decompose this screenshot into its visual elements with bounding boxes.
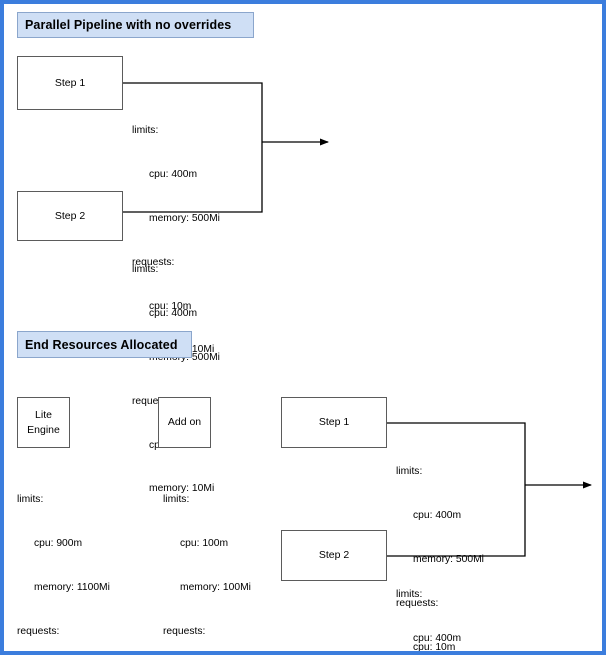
requests-label: requests:	[396, 597, 439, 609]
limits-cpu: cpu: 400m	[149, 169, 198, 181]
limits-label: limits:	[396, 466, 423, 478]
node-bottom-step-1[interactable]: Step 1	[281, 397, 387, 448]
limits-label: limits:	[396, 589, 423, 601]
section-header-label: Parallel Pipeline with no overrides	[25, 18, 232, 32]
limits-memory: memory: 500Mi	[149, 212, 220, 224]
requests-label: requests:	[163, 625, 206, 637]
limits-cpu: cpu: 100m	[180, 538, 229, 550]
node-label: Step 2	[54, 209, 86, 222]
limits-memory: memory: 500Mi	[413, 553, 484, 565]
limits-label: limits:	[163, 494, 190, 506]
node-top-step-1[interactable]: Step 1	[17, 56, 123, 110]
node-label: Step 1	[54, 76, 86, 89]
requests-cpu: cpu: 10m	[413, 641, 456, 653]
requests-label: requests:	[132, 256, 175, 268]
section-header-label: End Resources Allocated	[25, 337, 178, 352]
requests-cpu: cpu: 10m	[149, 300, 192, 312]
node-label-line-2: Engine	[27, 423, 60, 436]
requests-label: requests:	[132, 395, 175, 407]
requests-memory: memory: 10Mi	[149, 483, 215, 495]
limits-label: limits:	[132, 125, 159, 137]
node-label: Step 1	[318, 416, 350, 429]
node-label: Step 2	[318, 549, 350, 562]
section-header-end-resources: End Resources Allocated	[17, 331, 192, 358]
node-bottom-step-2[interactable]: Step 2	[281, 530, 387, 581]
limits-cpu: cpu: 400m	[413, 633, 462, 645]
resources-bottom-step-2: limits: cpu: 400m memory: 500Mi requests…	[396, 559, 484, 655]
node-label: Add on	[167, 416, 202, 429]
limits-label: limits:	[132, 264, 159, 276]
limits-cpu: cpu: 400m	[149, 308, 198, 320]
node-label-line-1: Lite	[35, 409, 52, 422]
node-top-step-2[interactable]: Step 2	[17, 191, 123, 241]
limits-cpu: cpu: 400m	[413, 510, 462, 522]
node-lite-engine[interactable]: Lite Engine	[17, 397, 70, 448]
resources-add-on: limits: cpu: 100m memory: 100Mi requests…	[163, 464, 251, 655]
limits-memory: memory: 100Mi	[180, 581, 251, 593]
limits-memory: memory: 1100Mi	[34, 581, 110, 593]
node-add-on[interactable]: Add on	[158, 397, 211, 448]
limits-label: limits:	[17, 494, 44, 506]
limits-cpu: cpu: 900m	[34, 538, 83, 550]
section-header-parallel-pipeline: Parallel Pipeline with no overrides	[17, 12, 254, 38]
requests-label: requests:	[17, 625, 60, 637]
resources-lite-engine: limits: cpu: 900m memory: 1100Mi request…	[17, 464, 110, 655]
